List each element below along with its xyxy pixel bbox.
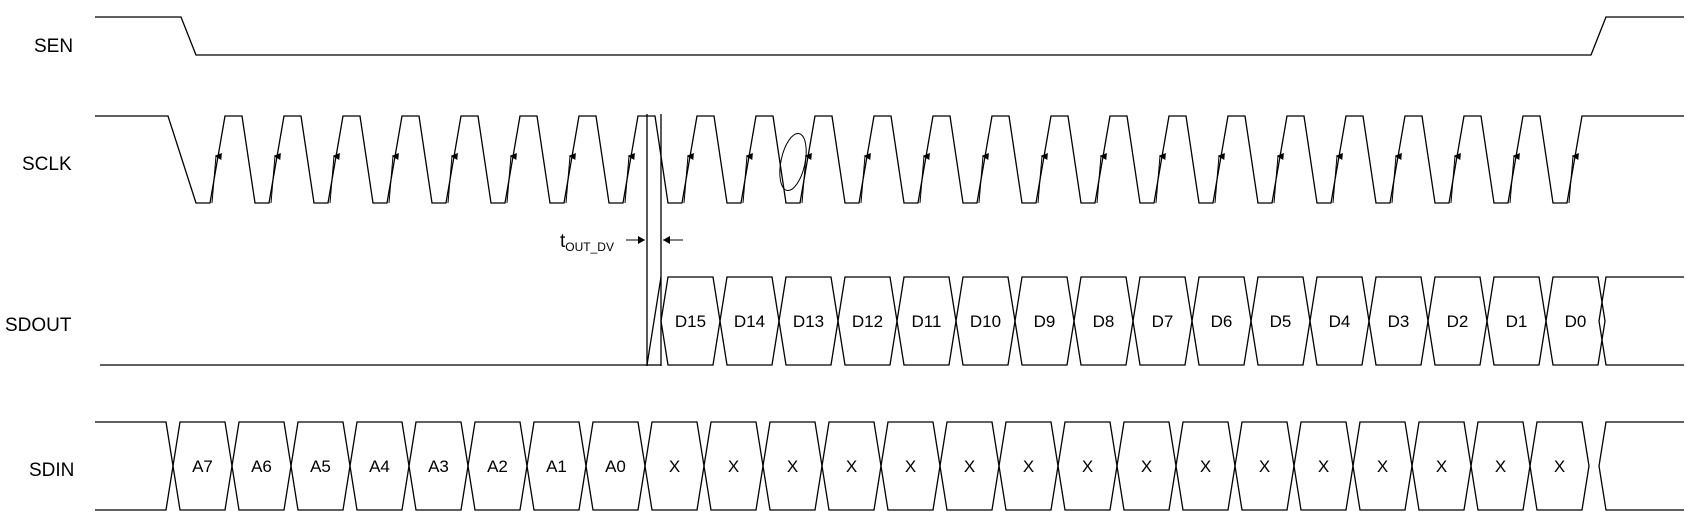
sdin-bit-label: X	[1082, 457, 1093, 476]
tout-dv-label: tOUT_DV	[560, 231, 614, 254]
sdout-bit-label: D2	[1447, 312, 1469, 331]
sclk-edge-arrow	[860, 152, 871, 204]
sdin-bit-label: X	[728, 457, 739, 476]
sdin-bit-cell	[1529, 421, 1590, 511]
sdout-bit-label: D5	[1270, 312, 1292, 331]
sclk-edge-arrow	[1391, 152, 1402, 204]
sdin-bit-label: X	[1259, 457, 1270, 476]
sdout-data-cells: D15 D14 D13 D12 D11 D10 D9 D8 D7 D6 D5 D4 D3 D2 D1 D0	[660, 276, 1606, 366]
sdin-bit-label: A4	[369, 457, 390, 476]
sdin-bit-label: A0	[605, 457, 626, 476]
sclk-edge-arrow	[329, 152, 340, 204]
sclk-edge-arrow	[565, 152, 576, 204]
sen-waveform	[95, 16, 1684, 56]
sdout-bit-label: D0	[1565, 312, 1587, 331]
sdin-bit-label: X	[669, 457, 680, 476]
sclk-edge-arrow	[447, 152, 458, 204]
sdout-bit-label: D12	[852, 312, 883, 331]
sdin-bit-label: A3	[428, 457, 449, 476]
sdin-data-cells: A7 A6 A5 A4 A3 A2 A1 A0 X X X X X X X X X X X X X X X X	[172, 421, 1590, 511]
sdin-bit-label: A5	[310, 457, 331, 476]
sdin-bit-label: X	[1200, 457, 1211, 476]
sdin-bit-label: X	[905, 457, 916, 476]
sdout-bit-label: D7	[1152, 312, 1174, 331]
sclk-waveform	[95, 115, 1684, 204]
sclk-edge-arrow	[742, 152, 753, 204]
sclk-edge-arrow	[919, 152, 930, 204]
sclk-edge-arrow	[1096, 152, 1107, 204]
sdout-bit-cell	[1545, 276, 1606, 366]
sdin-leading-bus	[95, 421, 174, 511]
sdout-bit-label: D10	[970, 312, 1001, 331]
sdin-bit-label: X	[964, 457, 975, 476]
sdin-bit-label: X	[1377, 457, 1388, 476]
sdin-bit-label: X	[1023, 457, 1034, 476]
sclk-rising-edge-arrows	[211, 152, 1579, 204]
sclk-edge-arrow	[683, 152, 694, 204]
sclk-edge-arrow	[388, 152, 399, 204]
sdout-bit-label: D6	[1211, 312, 1233, 331]
sdout-idle-line	[100, 276, 662, 366]
sdout-bit-label: D4	[1329, 312, 1351, 331]
sclk-edge-arrow	[1568, 152, 1579, 204]
sclk-edge-arrow	[1155, 152, 1166, 204]
sdout-bit-label: D3	[1388, 312, 1410, 331]
sdout-bit-label: D9	[1034, 312, 1056, 331]
sdout-label: SDOUT	[5, 315, 72, 336]
sclk-edge-arrow	[1509, 152, 1520, 204]
sdin-bit-label: X	[787, 457, 798, 476]
sdin-tail	[1598, 421, 1684, 511]
sclk-edge-arrow	[978, 152, 989, 204]
sdin-bit-label: X	[1495, 457, 1506, 476]
sclk-edge-arrow	[270, 152, 281, 204]
sdout-bit-label: D11	[912, 312, 942, 331]
sdin-bit-label: X	[1436, 457, 1447, 476]
sclk-edge-arrow	[506, 152, 517, 204]
sclk-edge-arrow	[1037, 152, 1048, 204]
sclk-edge-arrow	[1214, 152, 1225, 204]
sclk-edge-arrow	[1332, 152, 1343, 204]
sclk-edge-arrow	[211, 152, 222, 204]
sdout-tail	[1598, 276, 1684, 366]
sclk-edge-arrow	[624, 152, 635, 204]
sdout-bit-label: D15	[675, 312, 706, 331]
tout-dv-arrowhead-right	[663, 236, 670, 244]
sdout-bit-label: D1	[1506, 312, 1528, 331]
sdin-bit-label: A2	[487, 457, 508, 476]
highlighted-edge-ellipse	[779, 133, 807, 191]
sdout-bit-label: D13	[793, 312, 824, 331]
sdin-bit-label: X	[1141, 457, 1152, 476]
sclk-label: SCLK	[22, 154, 72, 175]
sdout-bit-label: D8	[1093, 312, 1115, 331]
sclk-edge-arrow	[1273, 152, 1284, 204]
sdin-bit-label: X	[1554, 457, 1565, 476]
sdin-bit-label: X	[1318, 457, 1329, 476]
sdin-bit-label: X	[846, 457, 857, 476]
sdout-bit-label: D14	[734, 312, 765, 331]
sdin-bit-label: A1	[546, 457, 567, 476]
sdin-bit-label: A6	[251, 457, 272, 476]
sen-label: SEN	[34, 36, 73, 57]
sdin-label: SDIN	[29, 460, 74, 481]
sdin-bit-label: A7	[192, 457, 213, 476]
sclk-edge-arrow	[1450, 152, 1461, 204]
tout-dv-arrowhead-left	[638, 236, 645, 244]
